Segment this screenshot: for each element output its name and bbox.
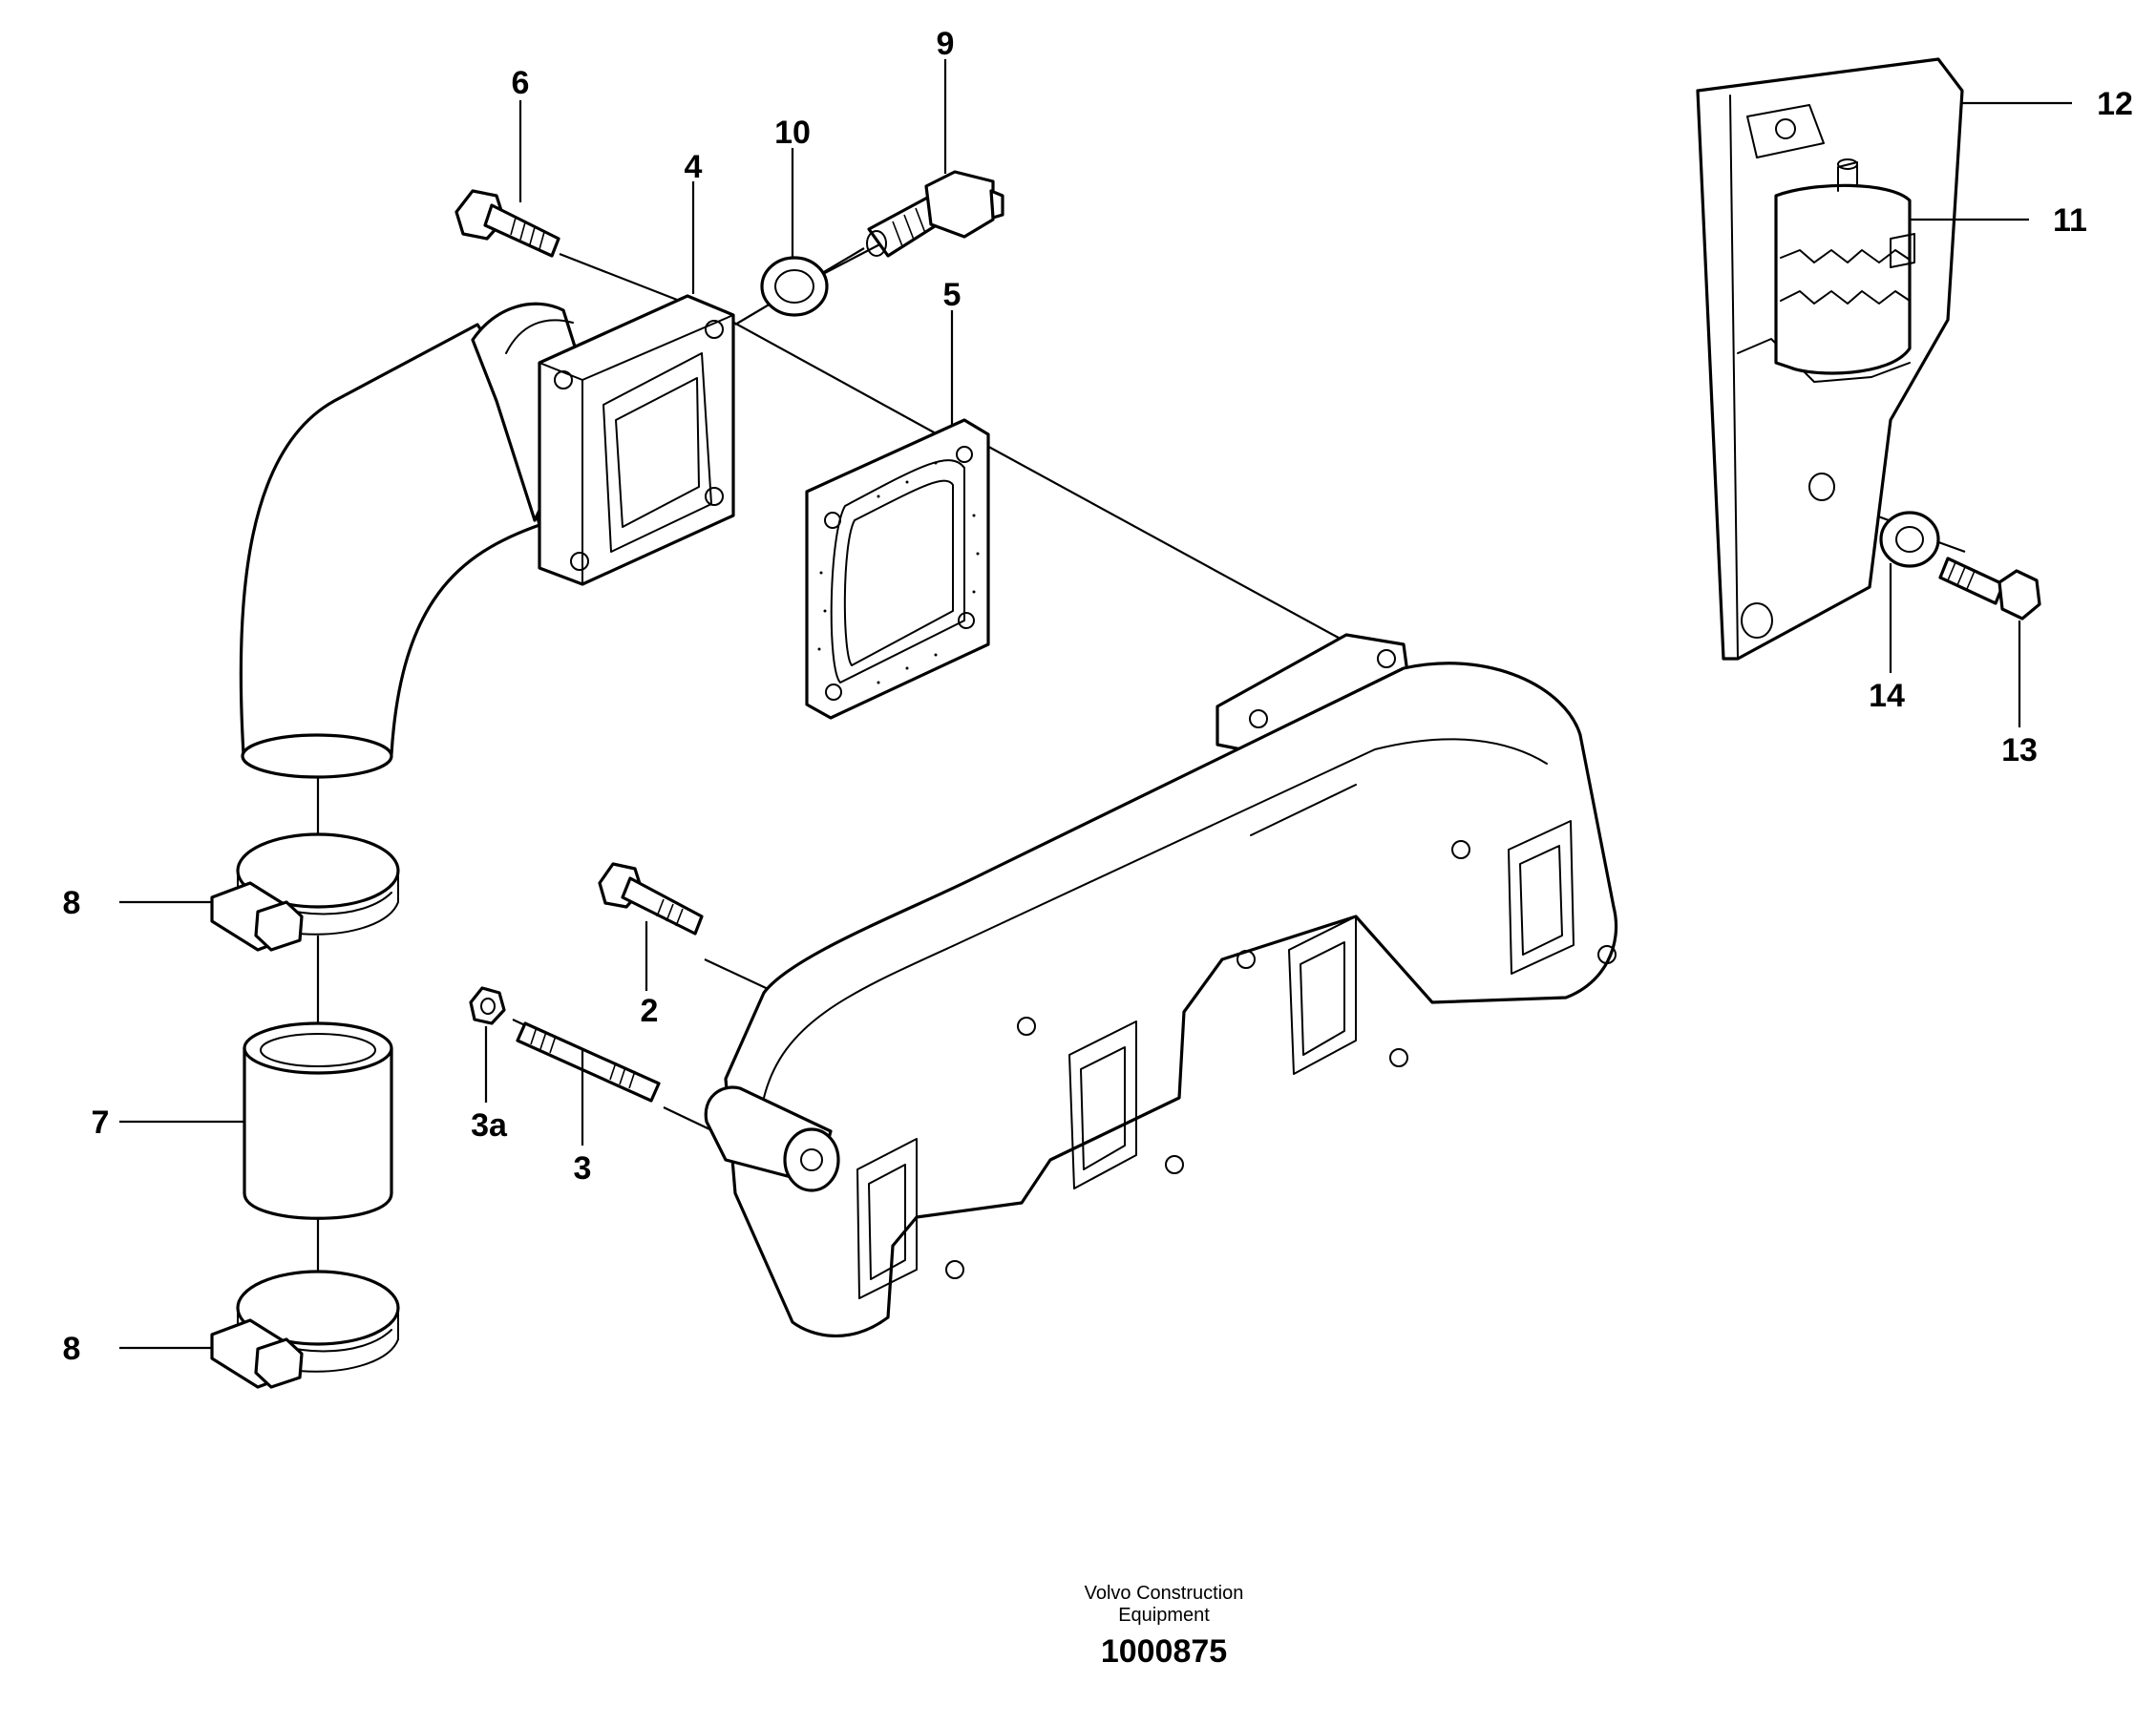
hose-clamp-bottom: [210, 1270, 400, 1389]
callout-3: 3: [574, 1150, 592, 1187]
callout-6: 6: [512, 65, 530, 101]
sleeve-part-7: [243, 1021, 393, 1220]
hose-clamp-top: [210, 832, 400, 952]
callout-5: 5: [943, 277, 962, 313]
callout-2: 2: [641, 993, 659, 1029]
company-name: Volvo Construction Equipment: [1084, 1583, 1244, 1626]
bolt-part-6: [454, 189, 560, 258]
callout-9: 9: [937, 26, 955, 62]
callout-3a: 3a: [471, 1107, 508, 1144]
washer-part-10: [760, 256, 829, 317]
callout-7: 7: [92, 1104, 110, 1141]
callout-12: 12: [2097, 86, 2133, 122]
insulation-part-11: [1774, 158, 1915, 375]
stud-part-3: [516, 1021, 661, 1103]
exhaust-manifold: [704, 633, 1618, 1338]
nut-part-3a: [469, 986, 506, 1025]
drawing-footer: Volvo Construction Equipment 1000875: [1030, 1583, 1298, 1671]
drawing-number: 1000875: [1100, 1633, 1228, 1670]
callout-10: 10: [774, 115, 811, 151]
callout-13: 13: [2001, 732, 2038, 768]
callout-11: 11: [2053, 202, 2087, 239]
bolt-part-13: [1938, 557, 2041, 621]
gasket-part-5: [805, 418, 990, 720]
elbow-pipe-part-4: [239, 294, 735, 779]
sensor-part-9: [866, 170, 1004, 258]
callout-leaders: [119, 59, 2072, 1350]
callout-labels: 6 4 10 9 5 2 3 3a 8 7 8 12 11 14 13: [63, 26, 2133, 1367]
callout-8-bottom: 8: [63, 1331, 81, 1367]
callout-8-top: 8: [63, 885, 81, 921]
washer-part-14: [1879, 511, 1940, 568]
callout-14: 14: [1869, 678, 1905, 714]
callout-4: 4: [685, 149, 703, 185]
bolt-part-2: [598, 862, 704, 936]
